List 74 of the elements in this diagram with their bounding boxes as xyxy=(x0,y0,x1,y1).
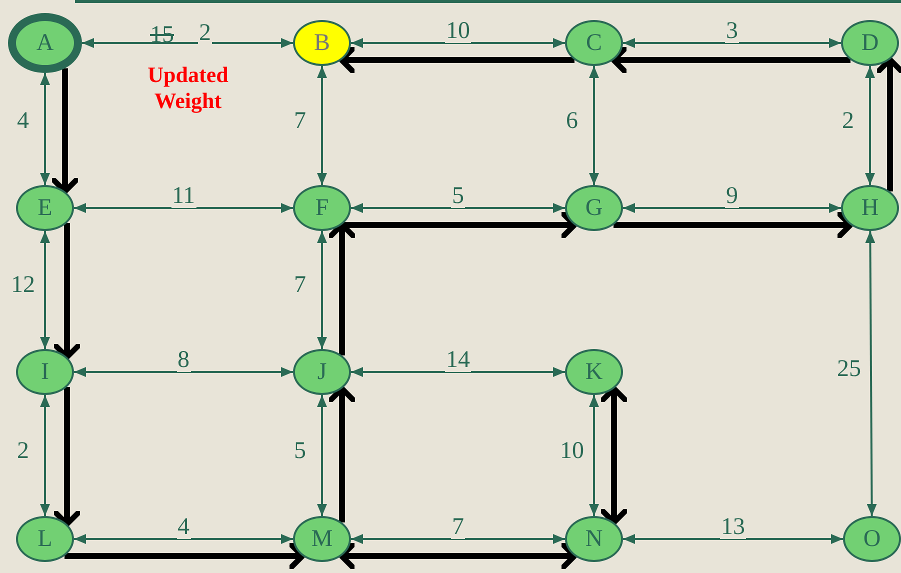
path-arrow xyxy=(51,68,79,194)
weighted-edge xyxy=(589,66,599,185)
weighted-edge xyxy=(351,367,565,377)
edge-weight: 9 xyxy=(725,184,739,208)
vertex-ellipse xyxy=(293,349,351,395)
edge-weight: 10 xyxy=(445,19,471,43)
weighted-edge xyxy=(351,38,565,48)
edge-weight: 14 xyxy=(445,348,471,372)
vertex-ellipse xyxy=(16,185,74,231)
vertex-label: G xyxy=(585,196,603,220)
vertex-ellipse xyxy=(841,20,899,66)
vertex-label: D xyxy=(861,31,879,55)
weighted-edge xyxy=(317,231,327,349)
vertex-label: H xyxy=(861,196,879,220)
old-weight: 15 xyxy=(150,21,174,50)
vertex-ellipse xyxy=(843,516,901,562)
vertex-ellipse xyxy=(293,20,351,66)
vertex-ellipse xyxy=(565,185,623,231)
weighted-edge xyxy=(623,203,841,213)
weighted-edge xyxy=(623,38,841,48)
path-arrow xyxy=(614,211,854,239)
weighted-edge xyxy=(74,534,293,544)
weighted-edge xyxy=(74,367,293,377)
edge-weight: 11 xyxy=(170,184,196,208)
weighted-edge xyxy=(82,38,293,48)
vertex-ellipse xyxy=(16,349,74,395)
vertex-ellipse xyxy=(293,185,351,231)
vertex-label: M xyxy=(311,527,333,551)
vertex-label: L xyxy=(38,527,52,551)
vertex-ellipse xyxy=(565,20,623,66)
weighted-edge xyxy=(40,231,50,349)
weighted-edge xyxy=(865,231,877,516)
vertex-label: B xyxy=(314,31,330,55)
path-arrow xyxy=(338,46,574,74)
edge-weight: 8 xyxy=(176,348,190,372)
vertex-ellipse xyxy=(565,349,623,395)
edge-weight: 2 xyxy=(198,21,212,45)
vertex-label: C xyxy=(586,31,602,55)
edge-weight: 7 xyxy=(451,515,465,539)
edge-weight: 13 xyxy=(720,515,746,539)
vertex-ellipse xyxy=(841,185,899,231)
vertex-label: K xyxy=(585,360,603,384)
vertex-label: J xyxy=(317,360,327,384)
path-arrow xyxy=(876,56,901,192)
weighted-edge xyxy=(865,66,875,185)
path-arrow xyxy=(53,222,81,360)
vertex-ellipse xyxy=(565,516,623,562)
path-arrow xyxy=(338,542,578,570)
edge-weight: 3 xyxy=(725,19,739,43)
vertex-ellipse xyxy=(293,516,351,562)
weighted-edge xyxy=(40,395,50,516)
vertex-label: O xyxy=(863,527,881,551)
path-arrow xyxy=(64,542,306,570)
path-arrow xyxy=(610,46,850,74)
vertex-ellipse xyxy=(16,516,74,562)
path-arrow xyxy=(600,386,628,526)
weighted-edge xyxy=(623,534,843,544)
weighted-edge xyxy=(40,73,50,185)
vertex-label: E xyxy=(38,196,52,220)
vertex-label: N xyxy=(585,527,603,551)
weighted-edge xyxy=(351,534,565,544)
weighted-edge xyxy=(74,203,293,213)
edge-weight: 4 xyxy=(176,515,190,539)
path-arrow xyxy=(53,386,81,527)
weighted-edge xyxy=(351,203,565,213)
weighted-edge xyxy=(589,395,599,516)
annotation-text: Updated Weight xyxy=(146,62,230,115)
path-arrow xyxy=(328,386,356,522)
vertex-label: F xyxy=(315,196,329,220)
weighted-edge xyxy=(317,395,327,516)
vertex-label: I xyxy=(41,360,49,384)
weighted-edge xyxy=(317,66,327,185)
edge-weight: 5 xyxy=(451,184,465,208)
vertex-label: A xyxy=(36,31,54,55)
